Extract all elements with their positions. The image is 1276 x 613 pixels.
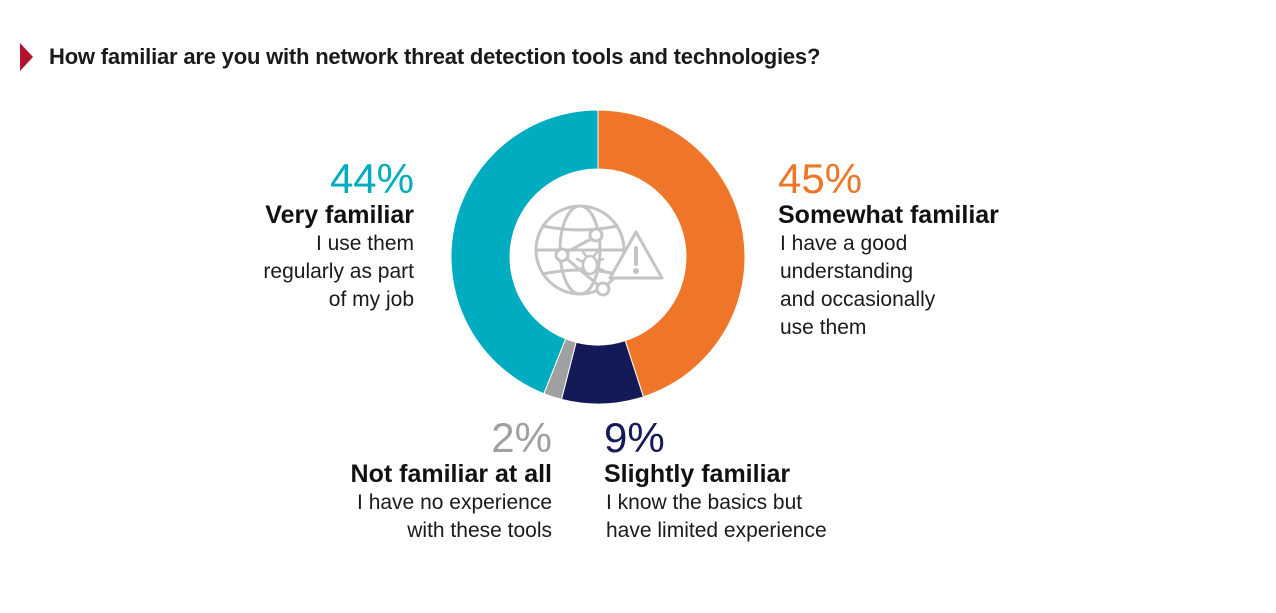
name-slightly-familiar: Slightly familiar (604, 460, 791, 488)
name-not-familiar: Not familiar at all (350, 460, 552, 488)
desc-line: have limited experience (606, 519, 827, 542)
slice-very (450, 109, 599, 395)
value-somewhat-familiar: 45% (778, 155, 863, 202)
value-not-familiar: 2% (491, 414, 552, 461)
label-very-familiar: 44% Very familiar I use them regularly a… (174, 158, 414, 314)
desc-line: understanding (780, 260, 914, 283)
desc-somewhat-familiar: I have a good understanding and occasion… (778, 230, 980, 342)
desc-line: with these tools (407, 519, 552, 542)
value-very-familiar: 44% (329, 155, 414, 202)
desc-slightly-familiar: I know the basics but have limited exper… (604, 489, 904, 545)
desc-line: I have no experience (357, 491, 552, 514)
name-very-familiar: Very familiar (265, 201, 414, 229)
bug-icon (575, 250, 605, 276)
slice-somewhat (597, 109, 746, 398)
globe-bug-warning-icon (534, 204, 664, 297)
label-slightly-familiar: 9% Slightly familiar I know the basics b… (604, 417, 904, 545)
desc-line: regularly as part (263, 260, 414, 283)
desc-line: I use them (315, 232, 414, 255)
label-not-familiar: 2% Not familiar at all I have no experie… (272, 417, 552, 545)
desc-line: and occasionally (780, 288, 936, 311)
desc-not-familiar: I have no experience with these tools (272, 489, 552, 545)
desc-line: I know the basics but (606, 491, 803, 514)
donut-slices (450, 109, 746, 405)
label-somewhat-familiar: 45% Somewhat familiar I have a good unde… (778, 158, 1098, 342)
desc-line: I have a good (780, 232, 908, 255)
name-somewhat-familiar: Somewhat familiar (778, 201, 999, 229)
desc-line: of my job (328, 288, 414, 311)
value-slightly-familiar: 9% (604, 414, 665, 461)
chart-header: How familiar are you with network threat… (20, 42, 820, 72)
chart-title: How familiar are you with network threat… (49, 44, 821, 69)
warning-icon (608, 230, 664, 280)
desc-line: use them (780, 316, 867, 339)
desc-very-familiar: I use them regularly as part of my job (224, 230, 414, 314)
title-marker-icon (20, 43, 33, 71)
